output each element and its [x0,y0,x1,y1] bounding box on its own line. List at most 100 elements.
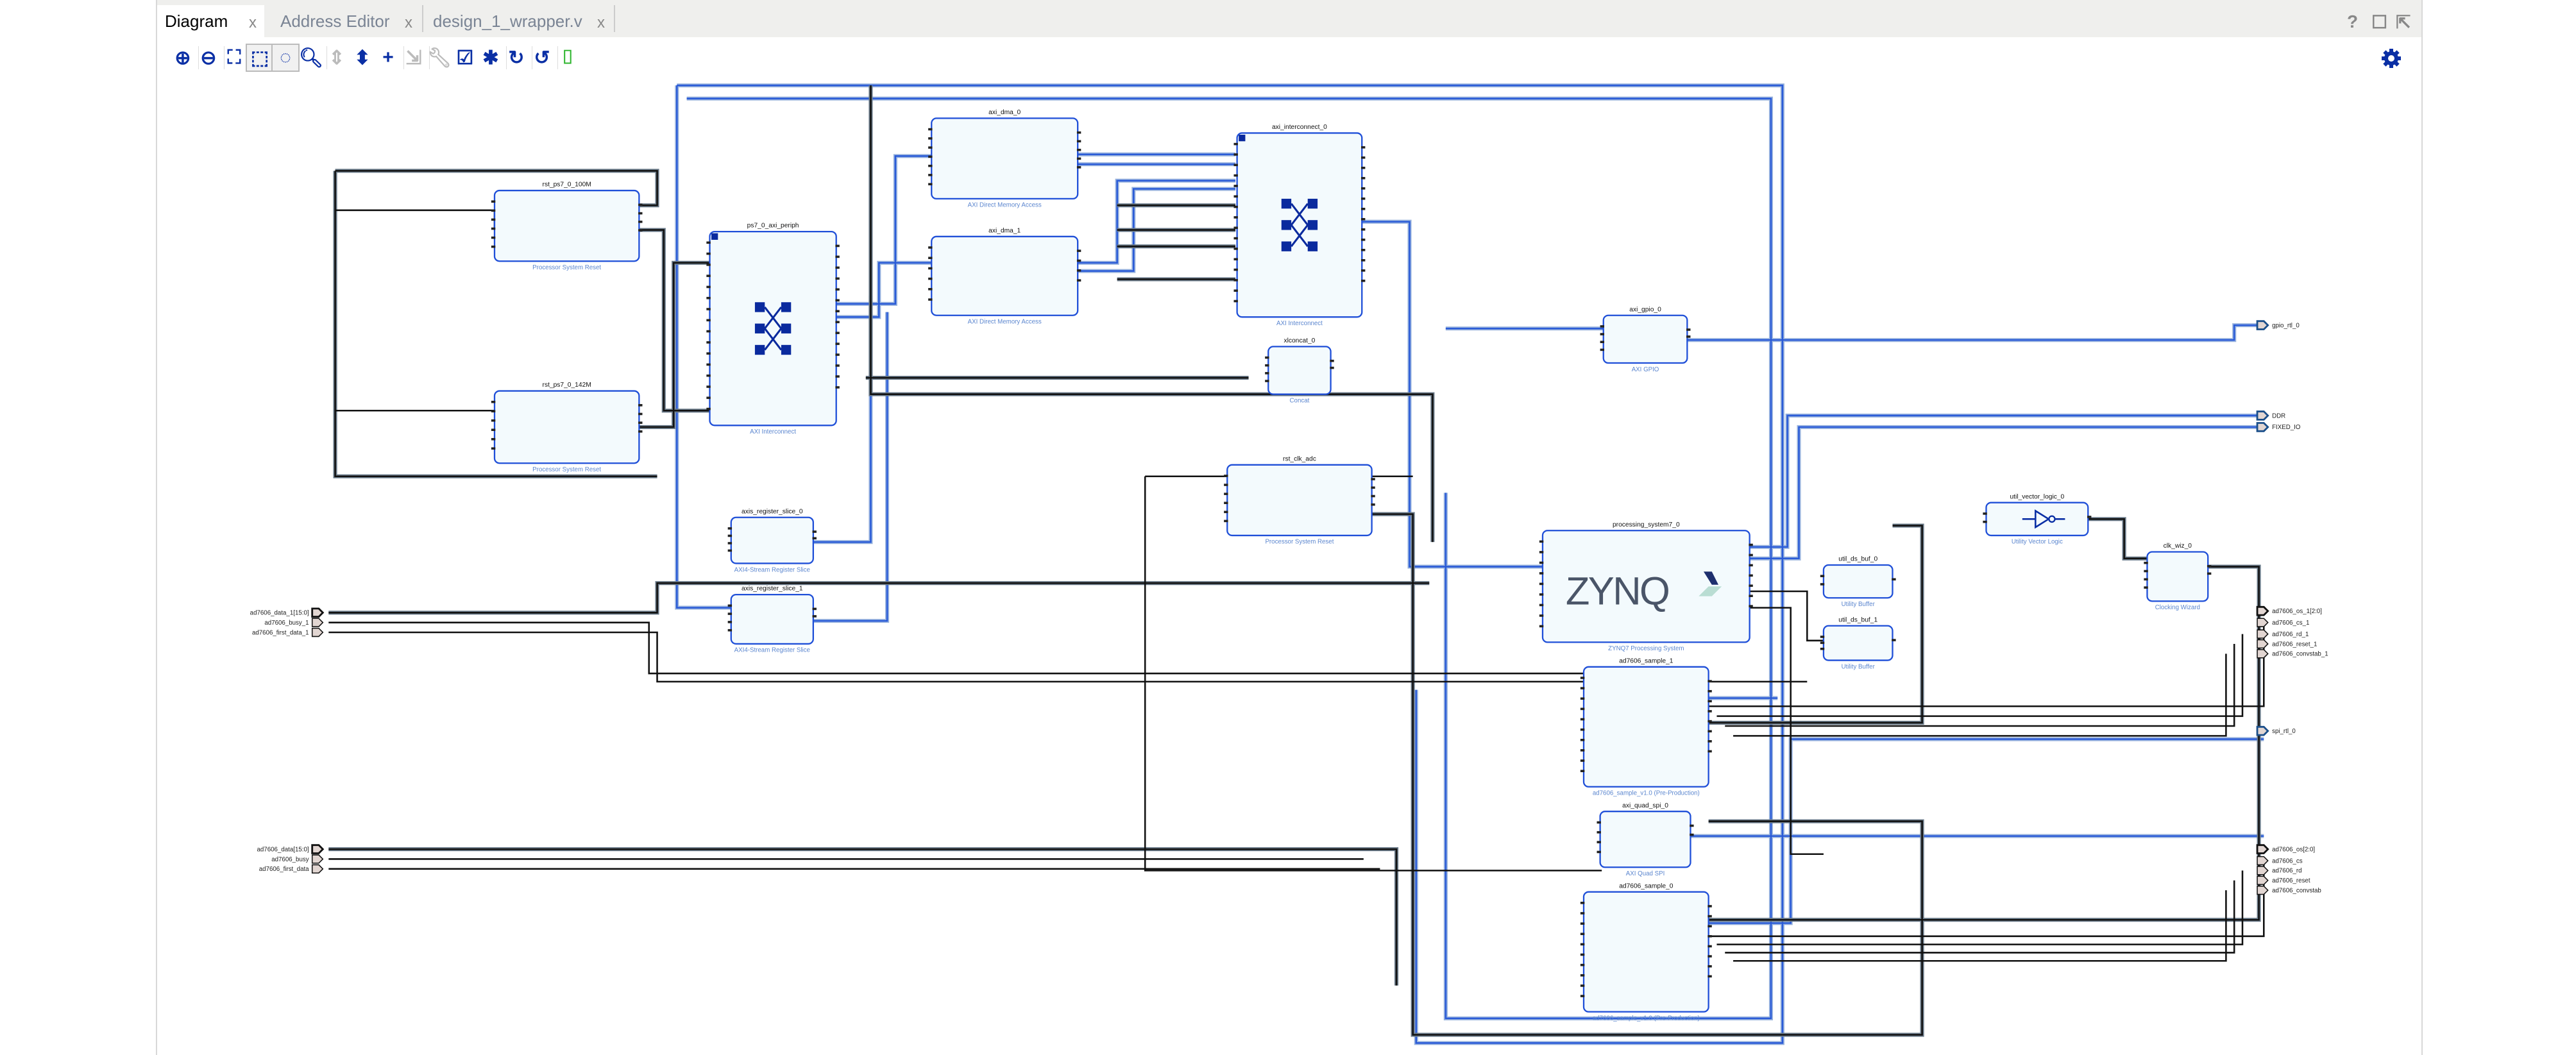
pin[interactable] [1224,493,1228,495]
pin[interactable] [1749,595,1753,597]
pin[interactable] [1539,551,1544,553]
pin[interactable] [1233,142,1238,146]
pin[interactable] [1539,625,1544,628]
input-port[interactable]: ad7606_data[15:0] [257,844,325,854]
pin[interactable] [1690,833,1694,836]
pin[interactable] [1707,955,1712,958]
close-icon[interactable]: x [249,14,257,31]
pin[interactable] [491,437,496,441]
regenerate-icon[interactable]: ↻ [508,47,525,69]
block-body[interactable] [1822,564,1894,599]
pin[interactable] [1707,965,1712,968]
pin[interactable] [1580,759,1585,762]
pin[interactable] [491,245,496,248]
port-icon[interactable] [2256,422,2269,432]
pin[interactable] [1233,153,1238,156]
gear-icon[interactable] [2380,47,2402,69]
pin[interactable] [1539,593,1544,596]
pin[interactable] [1580,933,1585,936]
block-body[interactable] [709,230,837,426]
pin[interactable] [1580,687,1585,689]
pin[interactable] [1597,841,1601,843]
pin[interactable] [1539,572,1544,575]
hierarchy-icon[interactable]: ⌷ [562,47,573,68]
pin[interactable] [1233,226,1238,230]
pin[interactable] [1580,995,1585,997]
pin[interactable] [638,412,643,416]
pin[interactable] [1360,239,1366,241]
pin[interactable] [1539,561,1544,564]
pin[interactable] [1233,279,1238,282]
pin[interactable] [1233,300,1238,303]
pin[interactable] [1690,824,1694,827]
expand-all-icon[interactable]: ⬍ [354,47,371,69]
output-port[interactable]: ad7606_convstab [2257,885,2321,895]
block-body[interactable] [1236,132,1363,318]
pin[interactable] [1233,289,1238,292]
pin[interactable] [706,330,711,333]
pin[interactable] [928,155,933,158]
validate-icon[interactable]: ☑ [456,47,474,69]
port-icon[interactable] [2257,639,2269,649]
pin[interactable] [1360,207,1366,210]
input-port[interactable]: ad7606_first_data_1 [252,627,324,637]
pin[interactable] [1580,922,1585,925]
wrench-icon[interactable]: 🔧︎ [427,47,452,69]
port-icon[interactable] [2257,629,2269,639]
port-icon[interactable] [2257,618,2269,627]
input-port[interactable]: ad7606_first_data [259,864,324,874]
output-port[interactable]: ad7606_cs_1 [2257,618,2309,627]
add-ip-icon[interactable]: + [382,47,394,68]
pin[interactable] [1580,738,1585,741]
pin[interactable] [812,607,817,611]
pin[interactable] [812,537,817,540]
zoom-in-icon[interactable]: ⊕ [174,47,191,69]
pin[interactable] [928,128,933,131]
block-body[interactable] [1602,314,1688,364]
block-body[interactable] [730,516,814,564]
pin[interactable] [1360,197,1366,200]
pin[interactable] [1983,512,1987,515]
pin[interactable] [706,274,711,277]
zoom-fit-icon[interactable]: ⛶ [227,47,241,68]
pin[interactable] [1580,728,1585,731]
block-body[interactable] [493,390,640,464]
pin[interactable] [1707,750,1712,753]
pin[interactable] [1707,710,1712,713]
pin[interactable] [491,218,496,221]
pin[interactable] [1076,249,1081,252]
pin[interactable] [727,621,733,623]
pin[interactable] [1233,195,1238,198]
pin[interactable] [1597,821,1601,824]
port-icon[interactable] [2256,844,2269,854]
pin[interactable] [1233,248,1238,250]
pin[interactable] [1580,677,1585,679]
pin[interactable] [928,164,933,167]
output-port[interactable]: ad7606_convstab_1 [2257,649,2328,659]
pin[interactable] [706,252,711,255]
port-icon[interactable] [2256,725,2269,736]
port-icon[interactable] [2257,885,2269,895]
pin[interactable] [1233,268,1238,271]
block-body[interactable] [1226,464,1373,537]
pin[interactable] [1371,503,1375,506]
pin[interactable] [1820,647,1825,650]
block-body[interactable] [1822,625,1894,661]
output-port[interactable]: ad7606_rd [2257,866,2302,875]
port-icon[interactable] [2257,649,2269,659]
pin[interactable] [706,308,711,310]
port-icon[interactable] [311,607,325,618]
block-body[interactable] [1582,666,1709,788]
pin[interactable] [1686,328,1691,331]
pin[interactable] [1265,356,1269,359]
pin[interactable] [1580,718,1585,721]
pin[interactable] [706,285,711,289]
pin[interactable] [1265,380,1269,382]
pin[interactable] [1224,519,1228,523]
pin[interactable] [1224,484,1228,486]
block-body[interactable] [493,189,640,262]
